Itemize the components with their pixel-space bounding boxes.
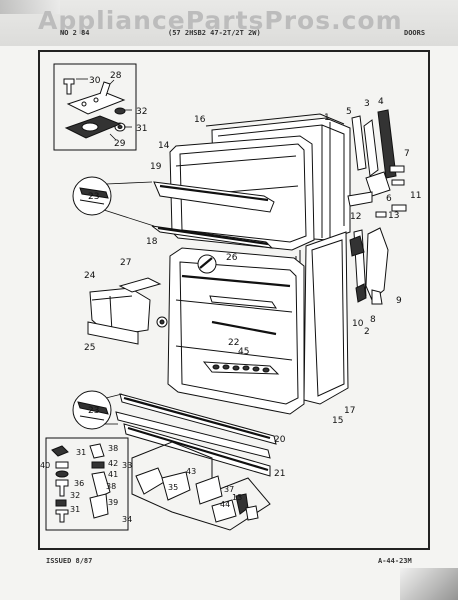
section-title: DOORS — [404, 29, 426, 37]
callout-23a: 23 — [88, 192, 99, 202]
hinge-inset — [53, 63, 137, 151]
callout-24: 24 — [84, 271, 96, 281]
callout-29: 29 — [114, 139, 126, 149]
callout-30: 30 — [89, 76, 101, 86]
page-ref: A-44-23M — [378, 557, 412, 565]
callout-19: 19 — [150, 162, 162, 172]
dairy-door — [118, 277, 162, 293]
callout-14: 14 — [158, 141, 170, 151]
callout-12: 12 — [350, 212, 361, 222]
callout-27: 27 — [120, 258, 131, 268]
callout-4: 4 — [378, 97, 384, 107]
callout-42: 42 — [108, 459, 118, 468]
callout-17: 17 — [344, 406, 355, 416]
detail-circle-lower — [72, 390, 123, 430]
callout-labels: 30 28 32 31 29 1 16 14 19 23 18 5 3 4 7 … — [40, 71, 421, 524]
callout-23b: 23 — [88, 406, 99, 416]
callout-31b: 31 — [76, 448, 86, 457]
callout-1: 1 — [324, 113, 330, 123]
callout-31: 31 — [136, 124, 147, 134]
callout-31c: 31 — [70, 505, 80, 514]
scan-smudge-corner — [400, 568, 458, 600]
callout-22: 22 — [228, 338, 239, 348]
callout-3: 3 — [364, 99, 370, 109]
callout-38b: 38 — [106, 482, 116, 491]
callout-9: 9 — [396, 296, 402, 306]
callout-40: 40 — [40, 461, 50, 470]
callout-41: 41 — [108, 470, 118, 479]
callout-11: 11 — [410, 191, 421, 201]
model-line: (57 2HSB2 47-2T/2T 2W) — [168, 29, 261, 37]
callout-6: 6 — [386, 194, 392, 204]
callout-35: 35 — [168, 483, 178, 492]
handle-parts — [347, 109, 407, 305]
callout-28: 28 — [110, 71, 122, 81]
callout-13b: 13 — [232, 493, 242, 502]
scan-smudge — [0, 0, 60, 14]
fresh-food-liner — [87, 247, 305, 415]
hardware-inset — [45, 437, 129, 531]
callout-45: 45 — [238, 347, 249, 357]
callout-16: 16 — [194, 115, 206, 125]
callout-5: 5 — [346, 107, 352, 117]
lower-shelves — [115, 393, 277, 477]
callout-15: 15 — [332, 416, 343, 426]
callout-18: 18 — [146, 237, 158, 247]
detail-circle-26 — [197, 254, 217, 274]
callout-32: 32 — [136, 107, 147, 117]
callout-39: 39 — [108, 498, 118, 507]
callout-26: 26 — [226, 253, 238, 263]
callout-10: 10 — [352, 319, 364, 329]
callout-33: 33 — [122, 461, 132, 470]
callout-25: 25 — [84, 343, 95, 353]
callout-36: 36 — [74, 479, 84, 488]
callout-44: 44 — [220, 500, 230, 509]
callout-2: 2 — [364, 327, 370, 337]
header-band: AppliancePartsPros.com NO 2 84 (57 2HSB2… — [0, 0, 458, 46]
callout-8: 8 — [370, 315, 376, 325]
callout-13: 13 — [388, 211, 399, 221]
model-ref: NO 2 84 — [60, 29, 90, 37]
callout-20: 20 — [274, 435, 286, 445]
callout-43: 43 — [186, 467, 196, 476]
watermark: AppliancePartsPros.com — [38, 6, 403, 35]
callout-21: 21 — [274, 469, 285, 479]
screw-icon — [63, 78, 75, 95]
issued-date: ISSUED 8/87 — [46, 557, 93, 565]
egg-tray — [202, 361, 280, 375]
diagram-frame — [38, 50, 430, 550]
freezer-liner — [151, 135, 315, 251]
hinge-plate — [66, 91, 126, 115]
callout-7: 7 — [404, 149, 410, 159]
bracket-inset — [131, 441, 271, 531]
callout-34: 34 — [122, 515, 132, 524]
callout-32b: 32 — [70, 491, 80, 500]
detail-circle-upper — [72, 176, 155, 227]
callout-38a: 38 — [108, 444, 118, 453]
callout-37: 37 — [224, 485, 234, 494]
